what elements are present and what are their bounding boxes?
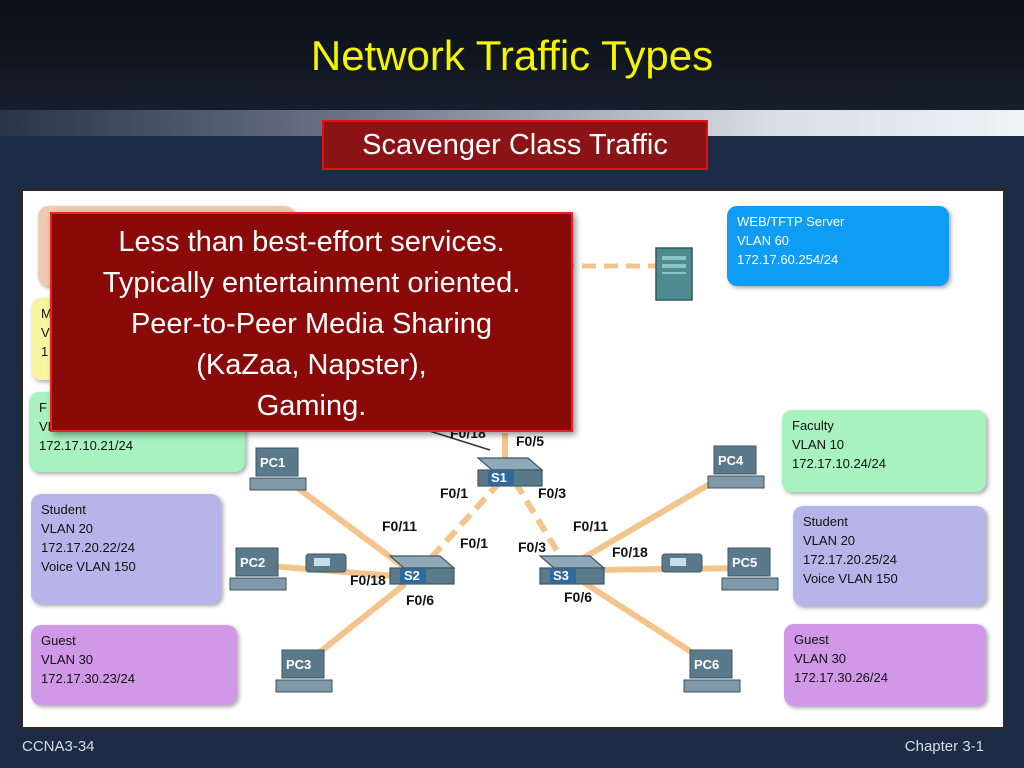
port-label: F0/11	[573, 518, 608, 534]
info-line: M	[41, 306, 52, 321]
switch-s3-icon[interactable]	[538, 555, 606, 585]
info-line: VLAN 10	[792, 437, 845, 452]
info-box-right-guest: Guest VLAN 30 172.17.30.26/24	[784, 624, 986, 706]
port-label: F0/6	[406, 592, 434, 608]
slide-title: Network Traffic Types	[310, 32, 714, 79]
port-label: F0/18	[612, 544, 648, 560]
info-line: 172.17.10.21/24	[39, 438, 133, 453]
ip-phone-icon	[661, 553, 703, 573]
port-label: F0/1	[440, 485, 468, 501]
slide-subtitle: Scavenger Class Traffic	[322, 120, 708, 170]
ip-phone-icon	[305, 553, 347, 573]
info-line: 172.17.20.25/24	[803, 552, 897, 567]
port-label: F0/3	[518, 539, 546, 555]
port-label: F0/18	[350, 572, 386, 588]
pc3-label: PC3	[286, 657, 311, 672]
info-line: V	[41, 325, 50, 340]
pc6-label: PC6	[694, 657, 719, 672]
link-s2-pc1	[293, 483, 407, 571]
link-s3-pc6	[578, 577, 712, 667]
info-line: Voice VLAN 150	[803, 571, 898, 586]
pc4-icon[interactable]	[707, 445, 765, 489]
switch-s3-label: S3	[553, 568, 569, 583]
pc1-icon[interactable]	[249, 447, 307, 491]
switch-s2-icon[interactable]	[388, 555, 456, 585]
info-line: 172.17.60.254/24	[737, 252, 839, 267]
info-line: VLAN 20	[41, 521, 94, 536]
info-line: 172.17.30.23/24	[41, 671, 135, 686]
info-line: F	[39, 400, 47, 415]
port-label: F0/3	[538, 485, 566, 501]
info-line: 1	[41, 344, 49, 359]
info-line: Student	[41, 502, 86, 517]
info-box-web-server: WEB/TFTP Server VLAN 60 172.17.60.254/24	[727, 206, 949, 286]
callout-line: Less than best-effort services.	[118, 226, 505, 258]
port-label: F0/6	[564, 589, 592, 605]
pc1-label: PC1	[260, 455, 285, 470]
port-label: F0/1	[460, 535, 488, 551]
info-line: VLAN 30	[41, 652, 94, 667]
info-line: Student	[803, 514, 848, 529]
footer-slide-id: CCNA3-34	[22, 738, 95, 755]
pc2-label: PC2	[240, 555, 265, 570]
info-line: 172.17.30.26/24	[794, 670, 888, 685]
info-line: VLAN 60	[737, 233, 790, 248]
scavenger-callout: Less than best-effort services. Typicall…	[50, 212, 573, 432]
link-s3-pc4	[578, 475, 722, 563]
info-box-right-faculty: Faculty VLAN 10 172.17.10.24/24	[782, 410, 986, 492]
switch-s1-label: S1	[491, 470, 507, 485]
info-line: 172.17.10.24/24	[792, 456, 886, 471]
pc3-icon[interactable]	[275, 649, 333, 693]
callout-line: Gaming.	[256, 390, 367, 422]
pc4-label: PC4	[718, 453, 744, 468]
callout-line: Typically entertainment oriented.	[102, 267, 521, 299]
info-line: Guest	[794, 632, 829, 647]
info-box-left-guest: Guest VLAN 30 172.17.30.23/24	[31, 625, 237, 705]
server-icon	[655, 247, 693, 301]
callout-line: (KaZaa, Napster),	[196, 349, 427, 381]
port-label: F0/11	[382, 518, 417, 534]
pc5-label: PC5	[732, 555, 757, 570]
title-bar	[0, 0, 1024, 110]
info-line: Guest	[41, 633, 76, 648]
pc2-icon[interactable]	[229, 547, 287, 591]
network-diagram: S1 S2 S3 PC1 PC2 PC3 PC4	[229, 247, 779, 693]
info-box-left-student: Student VLAN 20 172.17.20.22/24 Voice VL…	[31, 494, 221, 604]
info-line: VLAN 20	[803, 533, 856, 548]
info-line: Faculty	[792, 418, 834, 433]
pc5-icon[interactable]	[721, 547, 779, 591]
info-box-right-student: Student VLAN 20 172.17.20.25/24 Voice VL…	[793, 506, 986, 606]
link-s1-s2	[417, 479, 503, 573]
switch-s1-icon[interactable]	[476, 457, 544, 487]
info-line: 172.17.20.22/24	[41, 540, 135, 555]
switch-s2-label: S2	[404, 568, 420, 583]
callout-line: Peer-to-Peer Media Sharing	[130, 308, 493, 340]
info-line: Voice VLAN 150	[41, 559, 136, 574]
footer-chapter: Chapter 3-1	[904, 738, 984, 755]
link-s1-s3	[512, 480, 568, 566]
info-line: WEB/TFTP Server	[737, 214, 845, 229]
info-line: VLAN 30	[794, 651, 847, 666]
port-label: F0/5	[516, 433, 544, 449]
pc6-icon[interactable]	[683, 649, 741, 693]
